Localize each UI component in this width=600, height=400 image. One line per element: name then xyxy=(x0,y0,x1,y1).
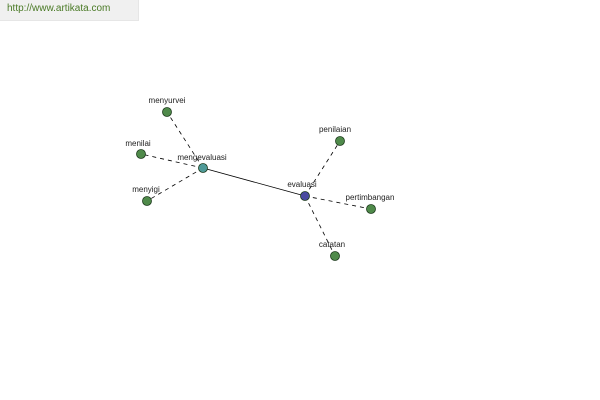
node-label-mengevaluasi[interactable]: mengevaluasi xyxy=(177,153,227,162)
url-bar: http://www.artikata.com xyxy=(0,0,139,21)
node-catatan[interactable] xyxy=(330,251,340,261)
node-label-penilaian[interactable]: penilaian xyxy=(319,125,351,134)
node-label-menilai[interactable]: menilai xyxy=(125,139,151,148)
node-pertimbangan[interactable] xyxy=(366,204,376,214)
node-menilai[interactable] xyxy=(136,149,146,159)
edge-mengevaluasi-menilai xyxy=(140,153,204,169)
node-evaluasi[interactable] xyxy=(300,191,310,201)
node-penilaian[interactable] xyxy=(335,136,345,146)
node-menyurvei[interactable] xyxy=(162,107,172,117)
site-url-link[interactable]: http://www.artikata.com xyxy=(7,3,111,14)
edge-evaluasi-catatan xyxy=(304,195,336,257)
labels-layer: evaluasi mengevaluasi menyurvei menilai meny… xyxy=(125,96,394,249)
node-label-menyurvei[interactable]: menyurvei xyxy=(149,96,186,105)
edge-mengevaluasi-menyigi xyxy=(146,167,204,202)
node-mengevaluasi[interactable] xyxy=(198,163,208,173)
edge-mengevaluasi-evaluasi xyxy=(202,167,306,197)
node-menyigi[interactable] xyxy=(142,196,152,206)
edges-layer xyxy=(140,111,372,257)
node-label-pertimbangan[interactable]: pertimbangan xyxy=(346,193,395,202)
node-label-menyigi[interactable]: menyigi xyxy=(132,185,160,194)
edge-evaluasi-pertimbangan xyxy=(304,195,372,210)
nodes-layer xyxy=(136,107,376,261)
node-label-catatan[interactable]: catatan xyxy=(319,240,345,249)
edge-mengevaluasi-menyurvei xyxy=(166,111,204,169)
edge-evaluasi-penilaian xyxy=(304,140,341,197)
node-label-evaluasi[interactable]: evaluasi xyxy=(287,180,317,189)
